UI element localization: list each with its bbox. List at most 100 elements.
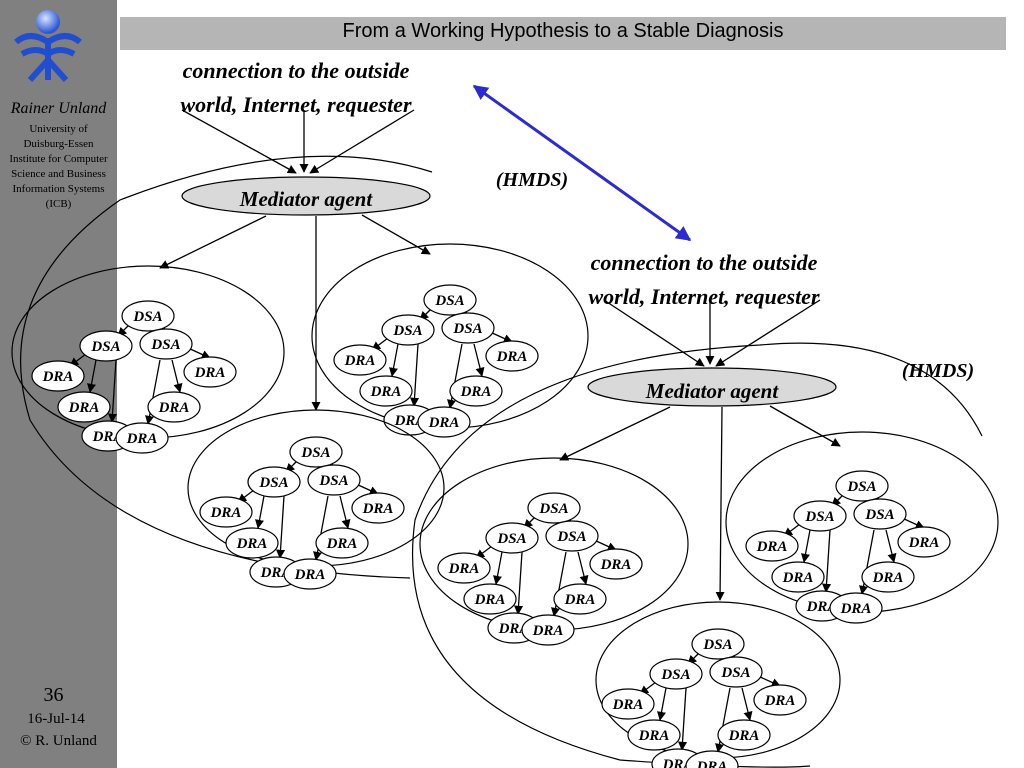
outside-connection-label: connection to the outside (591, 250, 818, 275)
dra-node (897, 526, 951, 558)
dra-label: DRA (840, 601, 872, 617)
dra-label: DRA (448, 561, 480, 577)
dra-node (685, 750, 739, 768)
input-arrow (181, 109, 297, 174)
dra-label: DRA (564, 592, 596, 608)
mediator-agent-node (181, 176, 431, 216)
tree-arrow (87, 359, 97, 393)
dra-node (601, 688, 655, 720)
tree-arrow (801, 529, 811, 563)
mediator-agent-node (587, 367, 837, 407)
input-arrow (603, 299, 705, 367)
dra-node (771, 561, 825, 593)
mediator-arrow (559, 406, 671, 461)
affiliation-line: Institute for Computer (9, 153, 108, 165)
dsa-node (835, 470, 889, 502)
mediator-agent-label: Mediator agent (645, 379, 780, 403)
dsa-label: DSA (452, 321, 482, 337)
dra-node (449, 375, 503, 407)
dsa-node (121, 300, 175, 332)
dsa-node (527, 492, 581, 524)
dsa-node (289, 436, 343, 468)
tree-arrow (187, 347, 211, 359)
tree-arrow (901, 517, 925, 529)
mediator-arrow (715, 406, 725, 601)
tree-arrow (577, 551, 589, 585)
dra-node (717, 719, 771, 751)
tree-arrow (741, 687, 753, 721)
dra-label: DRA (696, 759, 728, 768)
mediator-arrow (361, 214, 431, 255)
dra-label: DRA (326, 536, 358, 552)
dra-node (861, 561, 915, 593)
tree-arrow (355, 483, 379, 495)
dra-node (333, 344, 387, 376)
dra-node (417, 406, 471, 438)
affiliation-line: University of (29, 123, 88, 135)
dra-node (147, 391, 201, 423)
dra-label: DRA (158, 400, 190, 416)
dsa-label: DSA (720, 665, 750, 681)
dsa-node (381, 314, 435, 346)
dsa-label: DSA (538, 501, 568, 517)
dra-node (225, 527, 279, 559)
dsa-label: DSA (702, 637, 732, 653)
dra-label: DRA (872, 570, 904, 586)
dra-node (199, 496, 253, 528)
dra-label: DRA (260, 565, 292, 581)
dra-node (753, 684, 807, 716)
affiliation-line: Science and Business (11, 168, 106, 180)
tree-arrow (885, 529, 897, 563)
dsa-node (307, 464, 361, 496)
dra-label: DRA (764, 693, 796, 709)
dra-node (829, 592, 883, 624)
mediator-arrow (769, 405, 841, 447)
dsa-node (423, 284, 477, 316)
dsa-node (793, 500, 847, 532)
slide-title: From a Working Hypothesis to a Stable Di… (342, 20, 784, 42)
dra-label: DRA (532, 623, 564, 639)
dsa-node (545, 520, 599, 552)
dra-node (745, 530, 799, 562)
dsa-label: DSA (318, 473, 348, 489)
dsa-label: DSA (258, 475, 288, 491)
dsa-label: DSA (434, 293, 464, 309)
slide-number: 36 (43, 684, 64, 706)
dsa-node (247, 466, 301, 498)
dra-node (31, 360, 85, 392)
dra-label: DRA (194, 365, 226, 381)
dra-label: DRA (362, 501, 394, 517)
dsa-node (79, 330, 133, 362)
dra-node (553, 583, 607, 615)
dra-node (57, 391, 111, 423)
dsa-node (691, 628, 745, 660)
dra-label: DRA (496, 349, 528, 365)
dsa-label: DSA (804, 509, 834, 525)
outside-connection-label: world, Internet, requester (180, 92, 411, 117)
dsa-label: DSA (90, 339, 120, 355)
tree-arrow (275, 495, 286, 559)
dra-label: DRA (68, 400, 100, 416)
author-name: Rainer Unland (10, 100, 107, 117)
hmds-label: (HMDS) (902, 360, 974, 382)
tree-arrow (389, 343, 399, 377)
tree-arrow (513, 551, 524, 615)
tree-arrow (409, 343, 420, 407)
dra-node (183, 356, 237, 388)
dsa-label: DSA (150, 337, 180, 353)
dra-label: DRA (782, 570, 814, 586)
tree-arrow (821, 529, 832, 593)
dra-label: DRA (394, 413, 426, 429)
dra-node (283, 558, 337, 590)
dsa-label: DSA (392, 323, 422, 339)
outside-connection-label: world, Internet, requester (588, 284, 819, 309)
dra-label: DRA (126, 431, 158, 447)
dra-node (115, 422, 169, 454)
dra-label: DRA (600, 557, 632, 573)
dsa-node (485, 522, 539, 554)
tree-arrow (493, 551, 503, 585)
dra-label: DRA (294, 567, 326, 583)
outside-connection-label: connection to the outside (183, 58, 410, 83)
dra-label: DRA (756, 539, 788, 555)
